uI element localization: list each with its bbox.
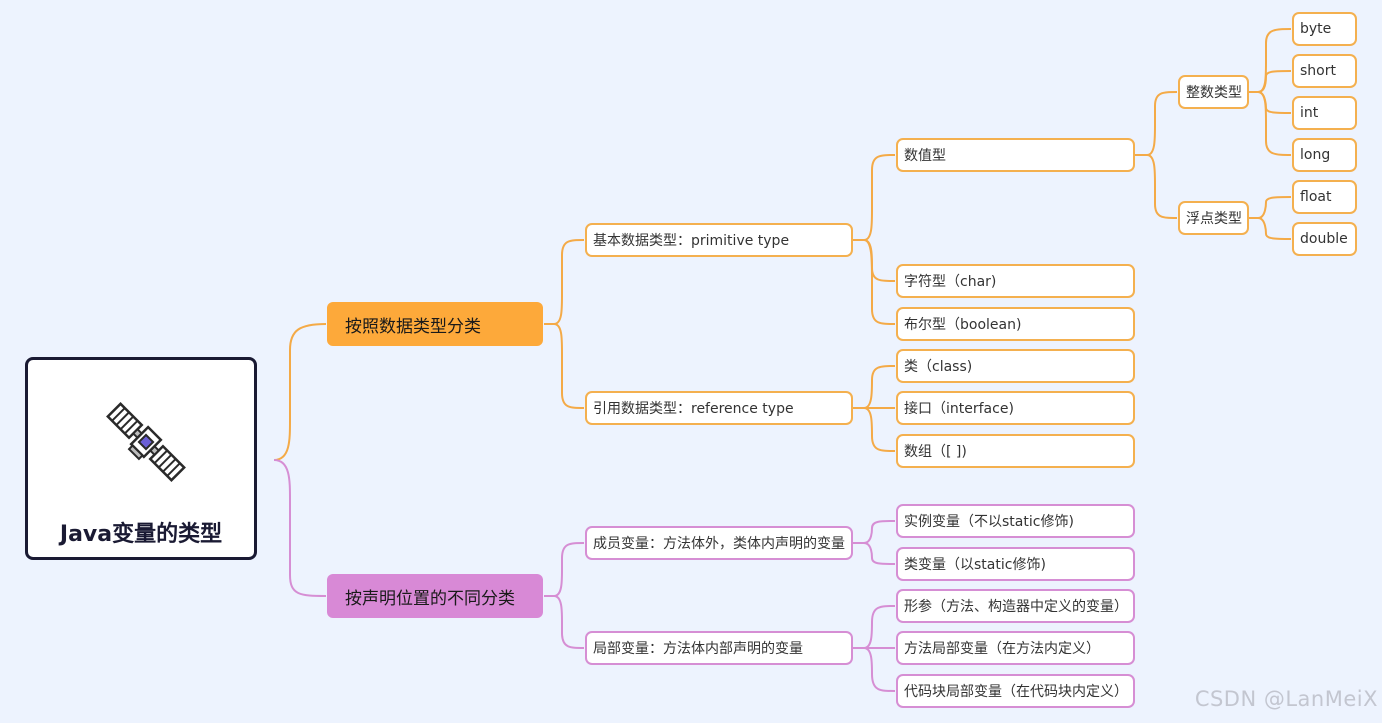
node-parameter[interactable]: 形参（方法、构造器中定义的变量） [896,589,1135,623]
root-node[interactable]: Java变量的类型 [25,357,257,560]
node-double[interactable]: double [1292,222,1357,256]
node-member-variable[interactable]: 成员变量：方法体外，类体内声明的变量 [585,526,853,560]
node-array[interactable]: 数组（[ ]) [896,434,1135,468]
node-numeric[interactable]: 数值型 [896,138,1135,172]
branch-declaration-position[interactable]: 按声明位置的不同分类 [327,574,543,618]
branch-data-type[interactable]: 按照数据类型分类 [327,302,543,346]
node-class-variable[interactable]: 类变量（以static修饰) [896,547,1135,581]
node-byte[interactable]: byte [1292,12,1357,46]
node-method-local[interactable]: 方法局部变量（在方法内定义） [896,631,1135,665]
node-int[interactable]: int [1292,96,1357,130]
node-instance-variable[interactable]: 实例变量（不以static修饰) [896,504,1135,538]
satellite-icon [106,402,186,482]
node-class[interactable]: 类（class) [896,349,1135,383]
node-float-types[interactable]: 浮点类型 [1178,201,1249,235]
node-short[interactable]: short [1292,54,1357,88]
node-char[interactable]: 字符型（char) [896,264,1135,298]
watermark: CSDN @LanMeiX [1194,687,1378,711]
node-interface[interactable]: 接口（interface) [896,391,1135,425]
node-integer-types[interactable]: 整数类型 [1178,75,1249,109]
node-block-local[interactable]: 代码块局部变量（在代码块内定义） [896,674,1135,708]
root-title: Java变量的类型 [59,522,223,547]
node-long[interactable]: long [1292,138,1357,172]
node-boolean[interactable]: 布尔型（boolean) [896,307,1135,341]
node-primitive-type[interactable]: 基本数据类型：primitive type [585,223,853,257]
node-reference-type[interactable]: 引用数据类型：reference type [585,391,853,425]
node-local-variable[interactable]: 局部变量：方法体内部声明的变量 [585,631,853,665]
node-float[interactable]: float [1292,180,1357,214]
